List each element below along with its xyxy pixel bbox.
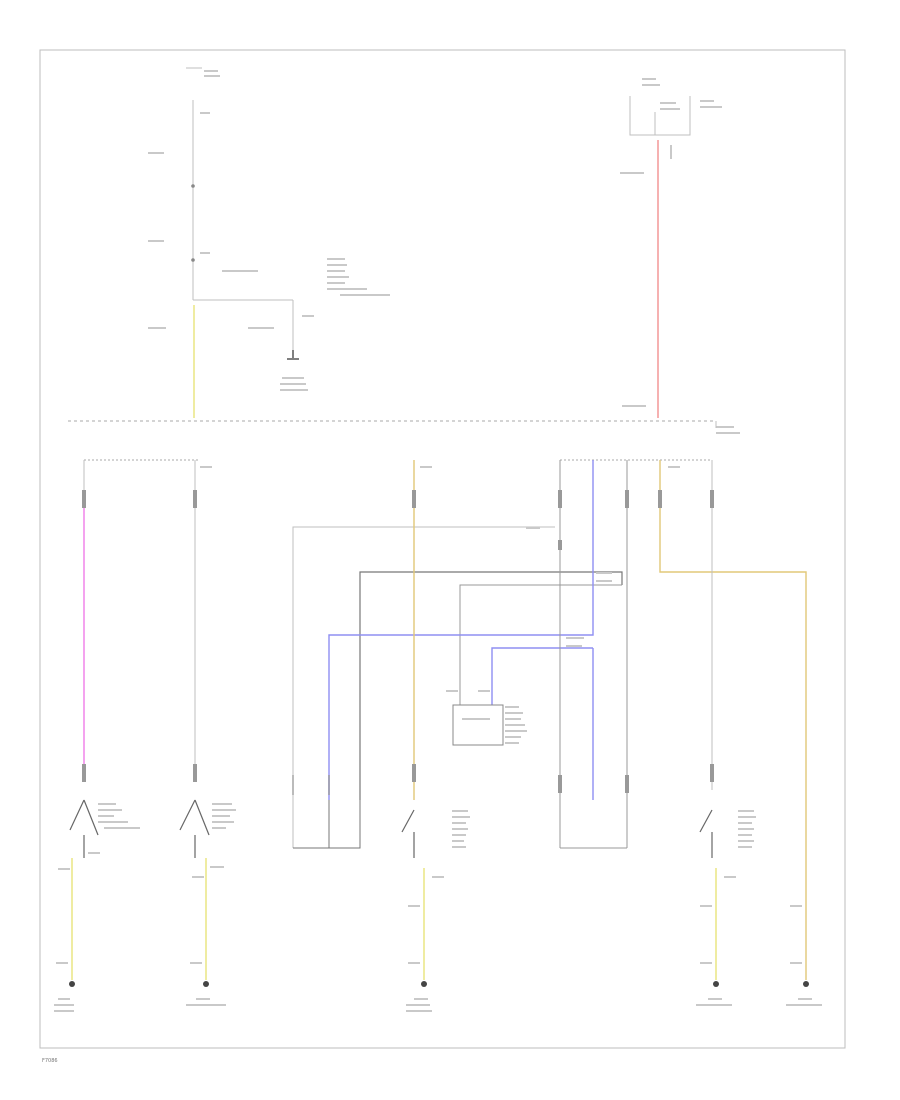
connector-block <box>658 490 662 508</box>
ground-terminal <box>421 981 427 987</box>
splice-dot <box>191 258 195 262</box>
connector-block <box>710 490 714 508</box>
connector-block <box>82 764 86 782</box>
connector-block <box>625 490 629 508</box>
connector-block <box>625 775 629 793</box>
grey-feed-left <box>292 526 555 848</box>
ground-terminal <box>69 981 75 987</box>
door-switch-1 <box>69 799 99 858</box>
label-cluster <box>446 690 527 744</box>
connector-block <box>710 764 714 782</box>
label-cluster <box>406 466 612 1012</box>
ground-terminal <box>803 981 809 987</box>
connector-block <box>193 490 197 508</box>
label-cluster <box>668 466 822 1006</box>
connector-block <box>82 490 86 508</box>
ground-terminal <box>713 981 719 987</box>
door-switch-2 <box>179 799 210 858</box>
connector-block <box>558 775 562 793</box>
label-cluster <box>186 466 236 1006</box>
blue-wire-inner <box>491 647 593 705</box>
connector-block <box>193 764 197 782</box>
top-right-fuse-box <box>629 96 691 136</box>
label-cluster <box>620 78 740 434</box>
ground-symbol <box>287 350 299 360</box>
connector-block <box>412 764 416 782</box>
door-switch-4 <box>699 809 713 858</box>
dark-wire <box>359 571 623 800</box>
tan-wire-right <box>659 460 807 980</box>
connector-block <box>558 490 562 508</box>
splice-dot <box>191 184 195 188</box>
door-switch-3 <box>401 809 415 858</box>
label-cluster <box>148 70 390 391</box>
ground-terminal <box>203 981 209 987</box>
blue-wire-outer <box>328 460 594 800</box>
label-cluster <box>54 803 140 1012</box>
grey-wire-mid <box>459 584 622 705</box>
diagram-frame <box>39 49 846 1049</box>
connector-block <box>412 490 416 508</box>
footer-code: F7086 <box>42 1058 58 1064</box>
top-left-fuse-branch <box>186 67 294 350</box>
connector-block <box>558 540 562 550</box>
door-control-module <box>452 704 504 746</box>
left-module-connector <box>292 775 361 849</box>
